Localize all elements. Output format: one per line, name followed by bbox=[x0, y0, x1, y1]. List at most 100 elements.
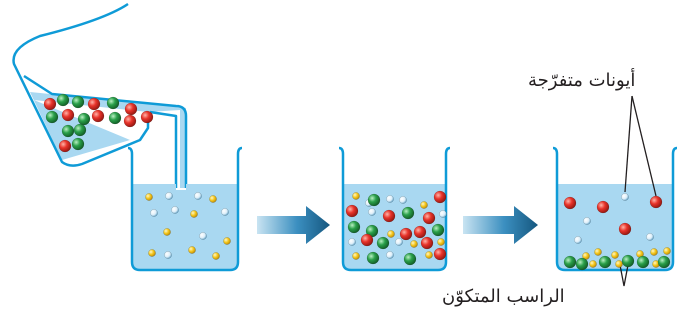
red-ion bbox=[618, 222, 632, 236]
green-ion bbox=[77, 112, 91, 126]
yellow-ion bbox=[212, 252, 220, 260]
blue-ion bbox=[150, 209, 158, 217]
yellow-ion bbox=[420, 201, 428, 209]
green-ion bbox=[621, 254, 635, 268]
precipitate-leader-lines bbox=[619, 264, 629, 287]
blue-ion bbox=[439, 210, 447, 218]
red-ion bbox=[58, 139, 72, 153]
precipitate-label: الراسب المتكوّن bbox=[442, 286, 565, 307]
green-ion bbox=[431, 223, 445, 237]
green-ion bbox=[347, 220, 361, 234]
blue-ion bbox=[221, 208, 229, 216]
red-ion bbox=[140, 110, 154, 124]
green-ion bbox=[563, 255, 577, 269]
blue-ion bbox=[165, 192, 173, 200]
blue-ion bbox=[386, 251, 394, 259]
green-ion bbox=[401, 206, 415, 220]
blue-ion bbox=[395, 238, 403, 246]
beaker-3 bbox=[552, 146, 678, 272]
pouring-vessel-body bbox=[12, 2, 150, 167]
blue-ion bbox=[348, 238, 356, 246]
red-ion bbox=[413, 225, 427, 239]
blue-ion bbox=[194, 192, 202, 200]
green-ion bbox=[598, 255, 612, 269]
blue-ion bbox=[199, 232, 207, 240]
pouring-vessel bbox=[12, 2, 188, 188]
green-ion bbox=[61, 124, 75, 138]
red-ion bbox=[433, 247, 447, 261]
green-ion bbox=[376, 236, 390, 250]
green-ion bbox=[71, 137, 85, 151]
red-ion bbox=[649, 195, 663, 209]
green-ion bbox=[403, 252, 417, 266]
green-ion bbox=[71, 95, 85, 109]
yellow-ion bbox=[387, 230, 395, 238]
yellow-ion bbox=[437, 238, 445, 246]
red-ion bbox=[61, 108, 75, 122]
yellow-ion bbox=[425, 251, 433, 259]
red-ion bbox=[43, 97, 57, 111]
free-ions-leader-lines bbox=[624, 95, 657, 197]
green-ion bbox=[366, 251, 380, 265]
green-ion bbox=[108, 111, 122, 125]
red-ion bbox=[87, 97, 101, 111]
green-ion bbox=[56, 93, 70, 107]
yellow-ion bbox=[223, 237, 231, 245]
free-ions-label: أيونات متفرّجة bbox=[528, 70, 636, 91]
yellow-ion bbox=[663, 247, 671, 255]
red-ion bbox=[382, 209, 396, 223]
blue-ion bbox=[171, 206, 179, 214]
red-ion bbox=[124, 102, 138, 116]
ion-particles bbox=[43, 93, 671, 271]
green-ion bbox=[636, 255, 650, 269]
beaker-1-solution bbox=[132, 184, 238, 270]
beaker-1 bbox=[127, 146, 243, 272]
blue-ion bbox=[574, 236, 582, 244]
green-ion bbox=[106, 96, 120, 110]
red-ion bbox=[433, 190, 447, 204]
green-ion bbox=[45, 110, 59, 124]
red-ion bbox=[563, 196, 577, 210]
beaker-2-wall bbox=[338, 146, 451, 272]
green-ion bbox=[73, 123, 87, 137]
right-arrow-icon bbox=[257, 206, 330, 244]
yellow-ion bbox=[148, 249, 156, 257]
yellow-ion bbox=[611, 251, 619, 259]
yellow-ion bbox=[190, 210, 198, 218]
yellow-ion bbox=[209, 195, 217, 203]
blue-ion bbox=[621, 193, 629, 201]
yellow-ion bbox=[410, 240, 418, 248]
red-ion bbox=[399, 227, 413, 241]
blue-ion bbox=[386, 195, 394, 203]
red-ion bbox=[420, 236, 434, 250]
red-ion bbox=[91, 109, 105, 123]
beaker-1-wall bbox=[127, 146, 243, 272]
blue-ion bbox=[368, 208, 376, 216]
yellow-ion bbox=[615, 260, 623, 268]
blue-ion bbox=[646, 233, 654, 241]
beaker-3-wall bbox=[552, 146, 678, 272]
green-ion bbox=[367, 193, 381, 207]
red-ion bbox=[123, 114, 137, 128]
green-ion bbox=[657, 255, 671, 269]
yellow-ion bbox=[594, 248, 602, 256]
red-ion bbox=[345, 204, 359, 218]
blue-ion bbox=[399, 196, 407, 204]
beaker-3-solution bbox=[557, 184, 673, 270]
yellow-ion bbox=[352, 192, 360, 200]
yellow-ion bbox=[352, 252, 360, 260]
red-ion bbox=[360, 233, 374, 247]
red-ion bbox=[596, 200, 610, 214]
yellow-ion bbox=[145, 193, 153, 201]
blue-ion bbox=[164, 251, 172, 259]
yellow-ion bbox=[589, 260, 597, 268]
yellow-ion bbox=[650, 248, 658, 256]
yellow-ion bbox=[188, 246, 196, 254]
right-arrow-icon bbox=[463, 206, 538, 244]
blue-ion bbox=[583, 217, 591, 225]
pouring-spout bbox=[23, 74, 188, 188]
yellow-ion bbox=[163, 228, 171, 236]
green-ion bbox=[575, 257, 589, 271]
red-ion bbox=[422, 211, 436, 225]
